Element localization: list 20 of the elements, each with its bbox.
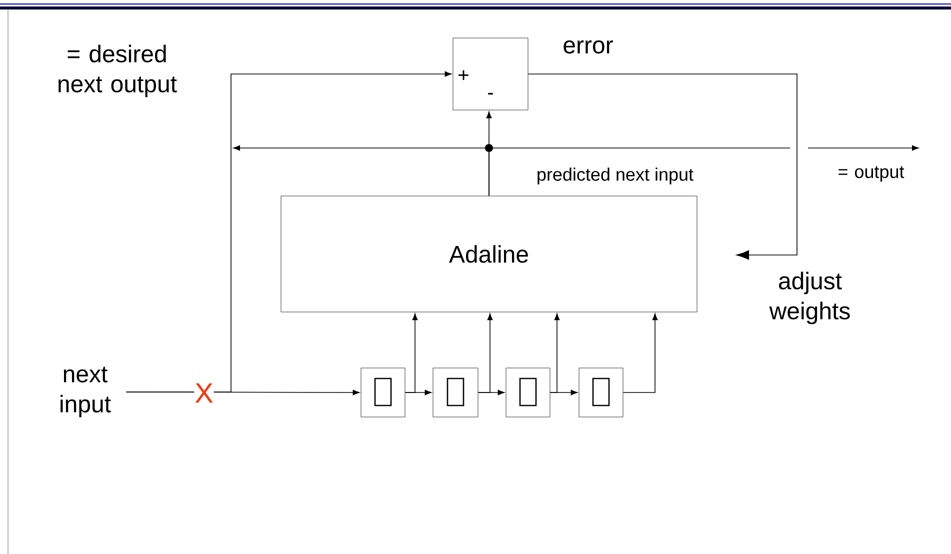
arrow — [478, 313, 493, 393]
arrow — [488, 145, 919, 196]
edge-label: X — [194, 382, 214, 404]
text-label: = desired next output — [58, 44, 177, 98]
text-label: adjust weights — [769, 272, 850, 324]
delay-box — [578, 368, 624, 418]
edge-label: predicted next input — [536, 167, 694, 185]
summing-box: + - — [452, 38, 528, 110]
delay-box — [432, 368, 478, 418]
arrow — [622, 313, 658, 393]
arrow — [126, 71, 452, 392]
arrow — [550, 313, 560, 393]
arrow — [528, 74, 798, 260]
adaline-box: Adaline — [280, 196, 698, 312]
edge-label: error — [562, 40, 614, 54]
arrow — [404, 313, 418, 393]
delay-box — [506, 368, 550, 418]
input-label: next input — [60, 366, 111, 418]
delay-box — [360, 368, 406, 418]
text-label: = output — [838, 166, 904, 182]
